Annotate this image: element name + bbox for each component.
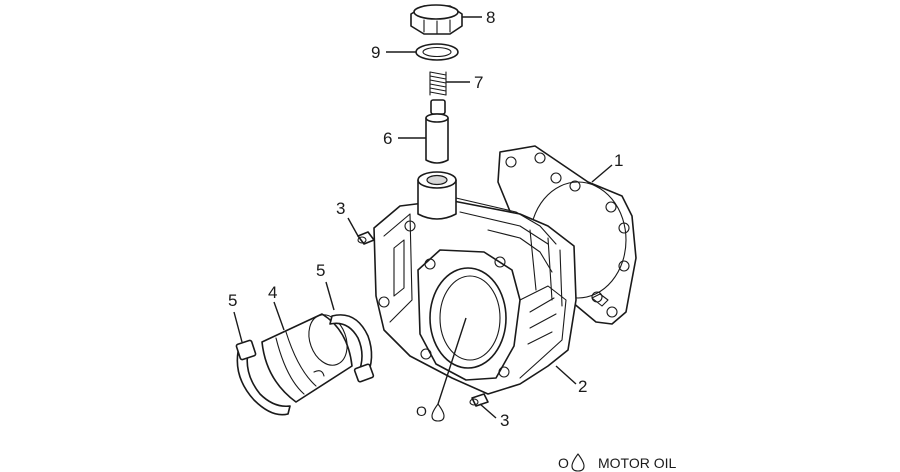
callout-2: 2 [578, 377, 587, 396]
callout-7: 7 [474, 73, 483, 92]
callout-4: 4 [268, 283, 277, 302]
oil-drop-icon [571, 453, 585, 472]
callout-1: 1 [614, 151, 623, 170]
legend-label: MOTOR OIL [598, 455, 677, 471]
part-9-sealing-ring [415, 43, 459, 61]
part-2-cylinder [373, 171, 577, 395]
part-3-dowel-upper [357, 231, 375, 245]
callout-5-right: 5 [316, 261, 325, 280]
part-5-clamp-right [329, 314, 375, 383]
callout-6: 6 [383, 129, 392, 148]
part-8-filler-cap [410, 4, 463, 35]
part-6-plunger [425, 99, 449, 164]
part-7-spring [429, 71, 447, 96]
oil-marker: O [416, 403, 445, 422]
callout-3-lower: 3 [500, 411, 509, 430]
part-3-dowel-lower [469, 393, 489, 407]
oil-drop-icon [431, 403, 445, 422]
oil-marker-symbol: O [416, 403, 427, 419]
legend: O MOTOR OIL [558, 453, 677, 472]
legend-symbol: O [558, 455, 569, 471]
callout-3-upper: 3 [336, 199, 345, 218]
callout-8: 8 [486, 8, 495, 27]
callout-5-left: 5 [228, 291, 237, 310]
part-5-clamp-left [235, 339, 291, 416]
callout-9: 9 [371, 43, 380, 62]
leader-lines [233, 16, 613, 419]
